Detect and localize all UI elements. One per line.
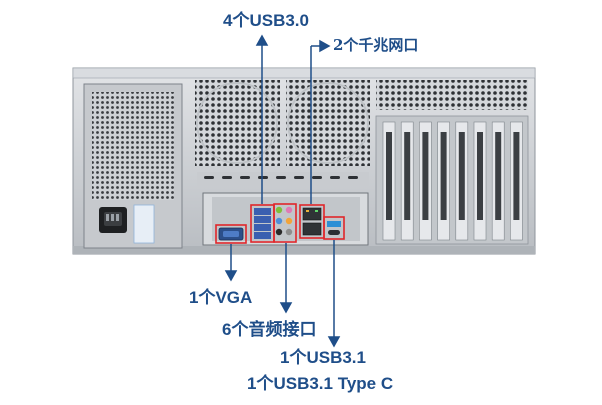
expansion-slot-opening: [440, 132, 447, 220]
lan-label: 2个千兆网口: [333, 36, 419, 54]
psu-vent-grille: [92, 92, 174, 200]
chassis-top-rail: [72, 67, 536, 79]
lan-ports-graphic: [302, 207, 322, 236]
expansion-slot-opening: [422, 132, 429, 220]
expansion-slot-opening: [477, 132, 483, 220]
arrow-up-icon: [255, 34, 269, 46]
expansion-slots: [375, 115, 529, 245]
arrow-down-icon: [224, 270, 238, 282]
usb31-label: 1个USB3.1: [280, 348, 366, 367]
expansion-slot-opening: [386, 132, 392, 220]
vga-highlight: [215, 224, 247, 244]
psu-label-sticker: [133, 204, 155, 244]
fan-grille-left: [195, 80, 280, 166]
expansion-slot-opening: [513, 132, 520, 220]
audio-jacks-graphic: [275, 206, 293, 236]
usb30-label: 4个USB3.0: [223, 11, 309, 30]
expansion-slot-opening: [404, 132, 411, 220]
arrow-down-icon: [327, 336, 341, 348]
expansion-slot-opening: [495, 132, 502, 220]
arrow-right-icon: [319, 39, 331, 53]
audio-highlight: [273, 203, 297, 243]
vga-label: 1个VGA: [189, 288, 253, 307]
top-right-vent: [376, 80, 528, 110]
usb31-ports-graphic: [327, 221, 341, 235]
expansion-slot-opening: [458, 132, 465, 220]
vga-port-graphic: [218, 227, 244, 241]
usb31-typec-label: 1个USB3.1 Type C: [247, 374, 394, 393]
chassis-bottom-rail: [73, 246, 535, 254]
audio-label: 6个音频接口: [222, 320, 317, 339]
fan-grille-mid: [286, 80, 370, 166]
arrow-down-icon: [279, 302, 293, 314]
usb31-highlight: [323, 216, 345, 240]
usb30-ports-graphic: [254, 208, 271, 239]
